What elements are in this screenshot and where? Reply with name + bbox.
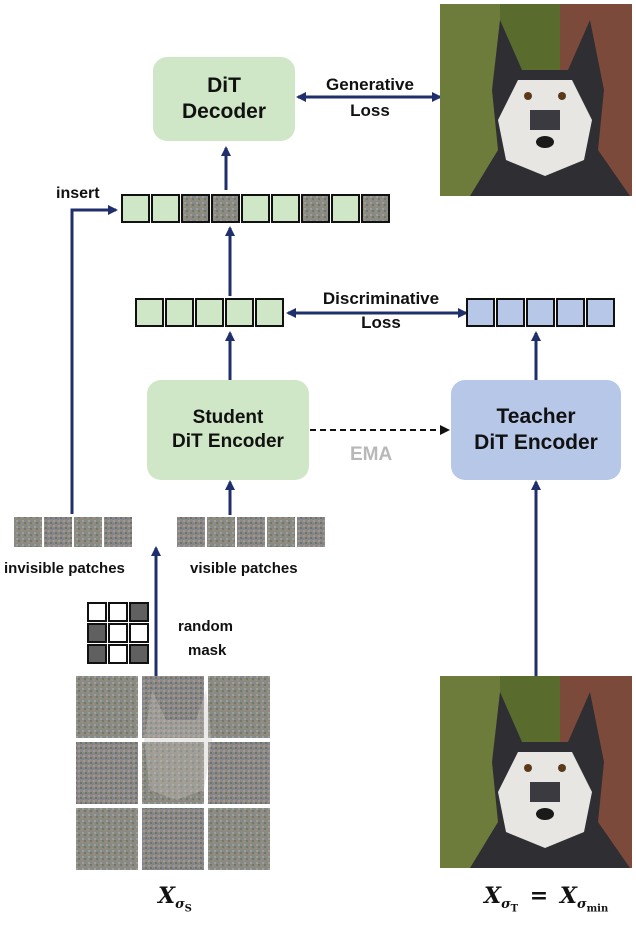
mask-cell	[129, 644, 149, 664]
student-token	[165, 298, 194, 327]
ema-label: EMA	[350, 444, 393, 465]
mask-cell	[108, 623, 128, 643]
decoder-token	[301, 194, 330, 223]
student-dit-encoder-box: Student DiT Encoder	[147, 380, 309, 480]
teacher-token	[526, 298, 555, 327]
mask-cell	[87, 644, 107, 664]
teacher-input-dog-photo	[440, 676, 632, 868]
student-input-symbol: XσS	[158, 883, 192, 915]
teacher-encoder-line1: Teacher	[496, 404, 576, 428]
noisy-input-grid	[76, 676, 270, 870]
teacher-dit-encoder-box: Teacher DiT Encoder	[451, 380, 621, 480]
discriminative-loss-line1: Discriminative	[320, 289, 442, 310]
teacher-token	[496, 298, 525, 327]
decoder-token	[361, 194, 390, 223]
random-mask-grid	[87, 602, 149, 664]
teacher-token-row	[466, 298, 615, 327]
random-mask-line2: mask	[188, 642, 227, 659]
dit-decoder-line1: DiT	[207, 73, 241, 97]
teacher-encoder-line2: DiT Encoder	[474, 431, 598, 454]
insert-path-arrow	[70, 205, 118, 514]
teacher-input-symbol: XσT = Xσmin	[484, 883, 609, 915]
decoder-token	[331, 194, 360, 223]
decoder-token	[241, 194, 270, 223]
decoder-token	[211, 194, 240, 223]
dit-decoder-box: DiT Decoder	[153, 57, 295, 141]
generative-loss-line1: Generative	[324, 75, 416, 96]
decoder-token	[271, 194, 300, 223]
student-encoder-line2: DiT Encoder	[172, 431, 284, 452]
teacher-token	[466, 298, 495, 327]
student-token	[135, 298, 164, 327]
student-token	[255, 298, 284, 327]
discriminative-loss-line2: Loss	[361, 313, 401, 333]
teacher-token	[586, 298, 615, 327]
generative-loss-line2: Loss	[350, 101, 390, 121]
target-dog-photo-top	[440, 4, 632, 196]
random-mask-label: random mask	[170, 618, 233, 660]
student-token	[225, 298, 254, 327]
student-token	[195, 298, 224, 327]
mask-cell	[129, 602, 149, 622]
invisible-patches	[14, 517, 132, 547]
mask-cell	[87, 602, 107, 622]
mask-cell	[87, 623, 107, 643]
dit-decoder-line2: Decoder	[181, 100, 267, 123]
student-token-row	[135, 298, 284, 327]
teacher-token	[556, 298, 585, 327]
random-mask-line1: random	[178, 618, 234, 635]
discriminative-loss-label: Discriminative Loss	[296, 289, 466, 334]
mask-cell	[108, 602, 128, 622]
decoder-token	[181, 194, 210, 223]
mask-cell	[129, 623, 149, 643]
mask-cell	[108, 644, 128, 664]
student-encoder-line1: Student	[192, 407, 264, 429]
generative-loss-label: Generative Loss	[300, 75, 440, 122]
insert-label: insert	[56, 185, 100, 202]
decoder-token	[151, 194, 180, 223]
visible-patches	[177, 517, 325, 547]
visible-patches-label: visible patches	[190, 560, 298, 577]
decoder-token	[121, 194, 150, 223]
invisible-patches-label: invisible patches	[4, 560, 125, 577]
decoder-token-row	[121, 194, 390, 223]
